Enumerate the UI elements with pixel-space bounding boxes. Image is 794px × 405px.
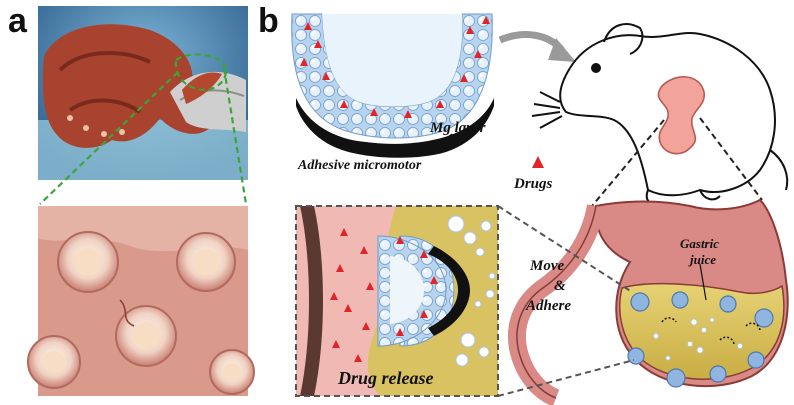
adhesive-micromotor-small xyxy=(377,235,470,347)
released-drugs xyxy=(330,228,374,362)
drug-release-zoom-lines xyxy=(497,205,635,397)
stomach-zoom-lines xyxy=(591,117,763,207)
adhered-micromotors xyxy=(627,291,774,388)
move-label: Move xyxy=(530,258,565,274)
drug-markers-large xyxy=(300,16,490,118)
zoom-indicator xyxy=(39,53,248,205)
stomach-illustration xyxy=(507,198,789,405)
mg-layer-pointer xyxy=(435,133,453,147)
sucker-closeup-photo xyxy=(27,206,255,396)
gastric-juice-label-line1: Gastric xyxy=(680,236,719,251)
ampersand-label: & xyxy=(554,278,566,294)
panel-label-b: b xyxy=(258,2,279,40)
drugs-legend-marker xyxy=(532,156,544,168)
hydrogen-bubbles xyxy=(653,317,743,361)
gastric-juice-pointer xyxy=(699,263,707,301)
adhere-label: Adhere xyxy=(526,298,571,314)
drugs-label: Drugs xyxy=(514,176,553,192)
drug-release-label: Drug release xyxy=(338,368,434,388)
flow-arrow xyxy=(498,31,576,62)
gastric-juice-label-line2: juice xyxy=(690,252,716,267)
octopus-photo xyxy=(38,6,248,180)
moving-micromotors xyxy=(661,317,761,345)
panel-label-a: a xyxy=(8,2,27,40)
adhesive-micromotor-label: Adhesive micromotor xyxy=(298,158,422,173)
mouse-illustration xyxy=(531,23,789,206)
drug-release-panel xyxy=(295,205,499,397)
adhesive-micromotor-large xyxy=(291,13,494,158)
mg-layer-label: Mg layer xyxy=(430,120,486,136)
release-bubbles xyxy=(447,215,496,367)
